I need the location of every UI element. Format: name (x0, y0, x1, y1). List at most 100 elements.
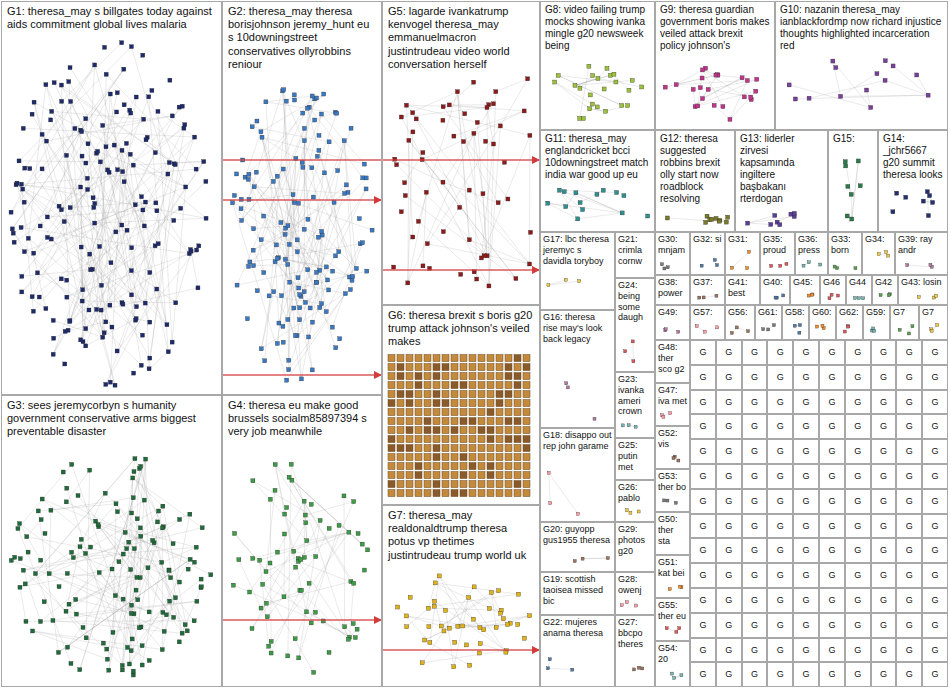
group-panel: G11: theresa_may englandcricket bcci 10d… (540, 130, 655, 232)
vertex-icon (745, 79, 749, 83)
vertex-icon (343, 191, 347, 195)
vertex-icon (297, 656, 301, 660)
vertex-link (283, 534, 285, 597)
group-panel: G5: lagarde ivankatrump kenvogel theresa… (382, 1, 540, 305)
vertex-link (443, 182, 498, 203)
vertex-icon (406, 281, 410, 285)
vertex-icon (433, 427, 440, 434)
vertex-link (833, 61, 841, 96)
group-box: G21: crimla cornw (615, 232, 655, 278)
vertex-cluster (730, 250, 750, 269)
vertex-icon (63, 329, 67, 333)
group-label: G34: (865, 234, 892, 245)
vertex-icon (92, 205, 96, 209)
vertex-icon (472, 585, 476, 589)
vertex-link (708, 79, 757, 89)
vertex-icon (65, 571, 69, 575)
vertex-icon (433, 445, 440, 452)
vertex-link (53, 230, 127, 354)
vertex-icon (606, 557, 609, 560)
group-box: G16: theresa rise may's look back legacy (540, 310, 615, 428)
vertex-icon (361, 176, 365, 180)
vertex-icon (478, 454, 485, 461)
vertex-icon (19, 225, 23, 229)
vertex-icon (847, 325, 850, 328)
vertex-icon (865, 88, 869, 92)
vertex-icon (31, 629, 35, 633)
vertex-link (306, 269, 357, 303)
vertex-icon (251, 248, 255, 252)
vertex-icon (80, 299, 84, 303)
vertex-icon (415, 409, 422, 416)
vertex-icon (857, 297, 860, 300)
vertex-link (70, 271, 132, 322)
vertex-link (422, 111, 524, 160)
vertex-icon (392, 265, 396, 269)
vertex-icon (595, 105, 599, 109)
vertex-link (289, 158, 295, 244)
vertex-icon (807, 96, 811, 100)
vertex-icon (173, 596, 177, 600)
vertex-icon (478, 373, 485, 380)
group-panel: G2: theresa_may theresa borisjohnson jer… (222, 1, 382, 395)
vertex-link (298, 185, 346, 278)
vertex-icon (388, 490, 395, 497)
vertex-icon (30, 295, 34, 299)
vertex-icon (496, 373, 503, 380)
vertex-icon (740, 76, 744, 80)
vertex-icon (415, 472, 422, 479)
vertex-icon (327, 288, 331, 292)
group-edge (222, 374, 382, 376)
vertex-icon (406, 391, 413, 398)
vertex-icon (397, 436, 404, 443)
vertex-icon (255, 119, 259, 123)
vertex-icon (140, 644, 144, 648)
group-panel: G13: liderler zirvesi kapsamında ingilte… (735, 130, 828, 232)
vertex-icon (467, 188, 471, 192)
vertex-icon (179, 206, 183, 210)
vertex-icon (122, 103, 126, 107)
vertex-link (590, 109, 606, 111)
vertex-icon (120, 148, 124, 152)
vertex-link (146, 459, 150, 612)
vertex-icon (460, 427, 467, 434)
vertex-icon (472, 131, 476, 135)
vertex-icon (338, 337, 342, 341)
vertex-icon (283, 232, 287, 236)
vertex-link (28, 94, 110, 238)
vertex-icon (110, 567, 114, 571)
vertex-link (833, 61, 871, 107)
vertex-icon (84, 327, 88, 331)
vertex-icon (602, 87, 606, 91)
vertex-icon (514, 400, 521, 407)
vertex-icon (251, 479, 255, 483)
vertex-icon (65, 278, 69, 282)
vertex-link (11, 560, 149, 612)
vertex-icon (496, 445, 503, 452)
vertex-icon (821, 324, 824, 327)
vertex-icon (267, 294, 271, 298)
vertex-icon (660, 263, 663, 266)
vertex-icon (441, 118, 445, 122)
vertex-icon (904, 195, 908, 199)
vertex-icon (442, 481, 449, 488)
vertex-link (86, 119, 106, 322)
vertex-icon (858, 184, 862, 188)
vertex-icon (357, 217, 361, 221)
vertex-cluster (553, 64, 644, 120)
vertex-link (273, 96, 312, 181)
vertex-icon (264, 100, 268, 104)
vertex-icon (283, 512, 287, 516)
vertex-link (233, 195, 294, 203)
vertex-icon (442, 355, 449, 362)
vertex-link (558, 75, 622, 105)
group-panel: G10: nazanin theresa_may ianblackfordmp … (775, 1, 948, 130)
vertex-icon (487, 409, 494, 416)
vertex-link (86, 319, 136, 346)
vertex-icon (553, 80, 557, 84)
vertex-icon (70, 462, 74, 466)
vertex-icon (516, 622, 520, 626)
vertex-icon (33, 572, 37, 576)
vertex-icon (397, 472, 404, 479)
